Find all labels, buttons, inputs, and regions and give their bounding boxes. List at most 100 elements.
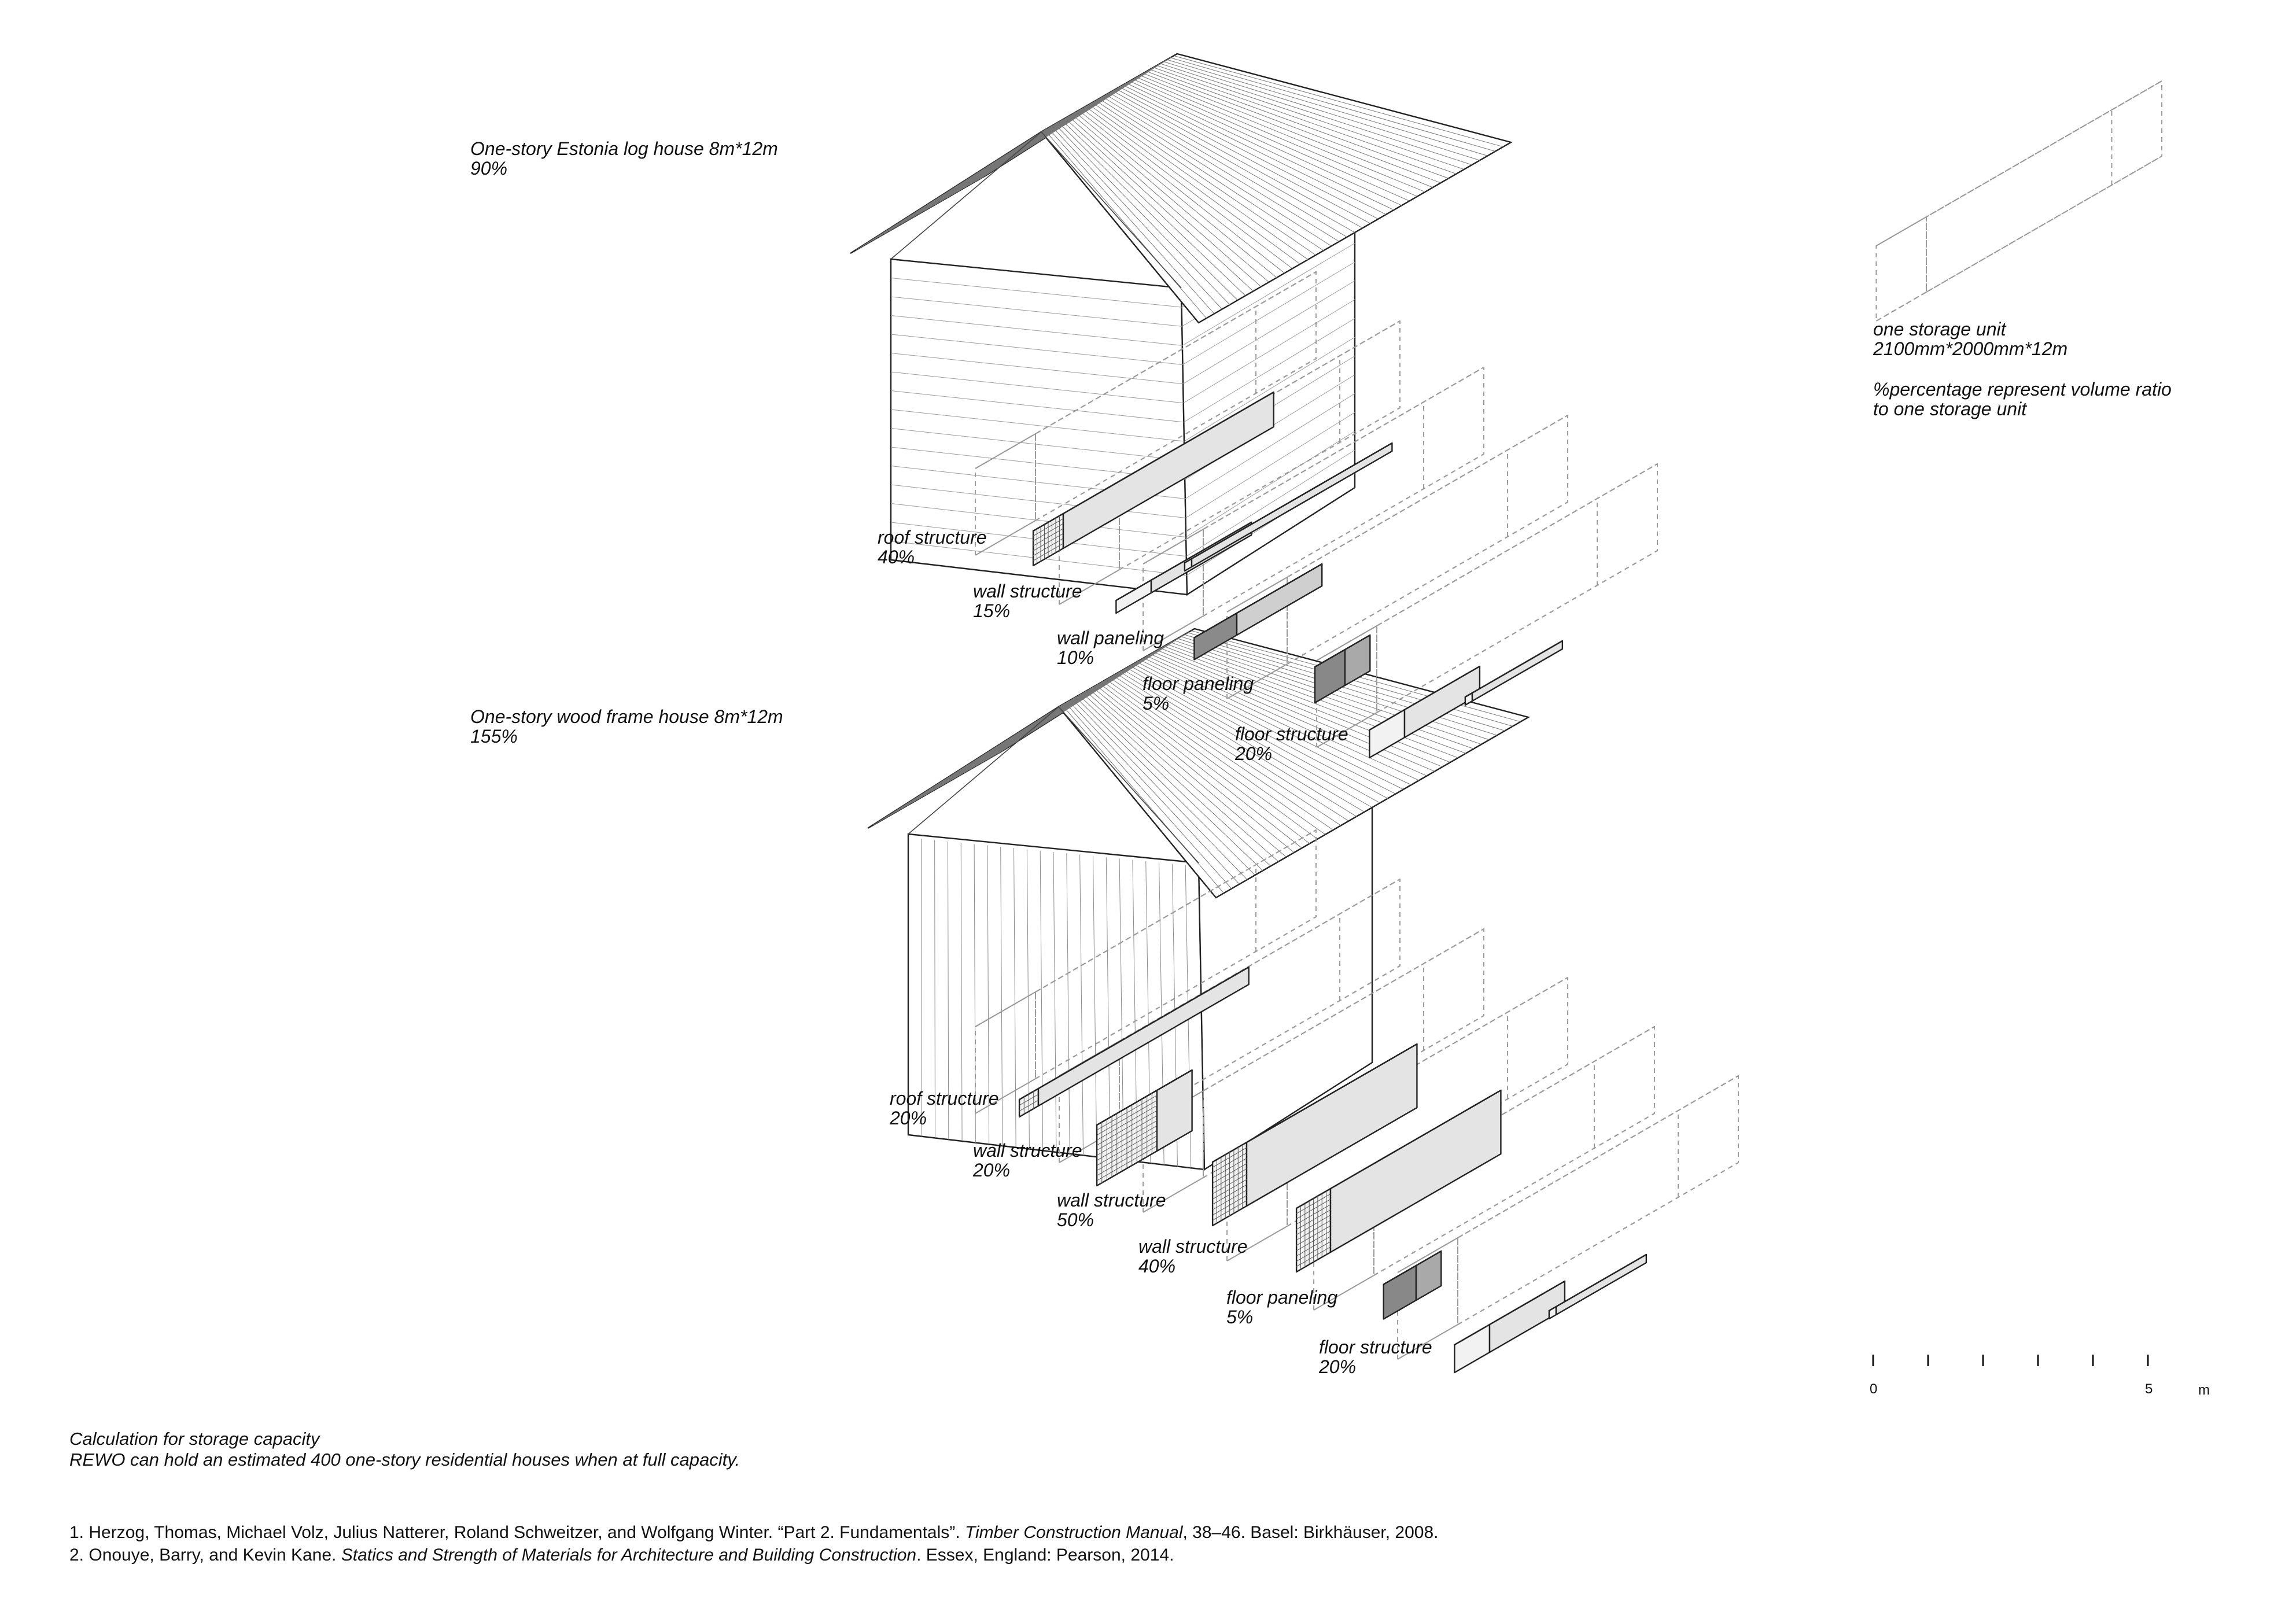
scale-unit: m <box>2198 1382 2210 1398</box>
roof-rafter <box>1133 79 1410 201</box>
block-wall-structure-beam <box>1184 442 1393 572</box>
block-face-top <box>1115 521 1252 602</box>
roof-rafter <box>1068 700 1240 884</box>
block-floor-paneling <box>1314 634 1371 704</box>
roof-rafter <box>1085 106 1300 265</box>
hatch-line <box>1212 1190 1247 1210</box>
house-line <box>1105 857 1111 1159</box>
roof-rafter <box>935 667 1127 790</box>
roof-rafter <box>946 661 1138 783</box>
block-face-top <box>975 271 1317 469</box>
roof-rafter <box>1062 704 1224 894</box>
house-line <box>987 845 990 1145</box>
component-blocks <box>1018 391 1648 1374</box>
hatch-line <box>1212 1147 1247 1168</box>
roof-rafter <box>1109 93 1355 233</box>
roof-rafter <box>1099 98 1332 246</box>
house-line <box>1184 337 1355 442</box>
hatch-line <box>1096 1115 1158 1151</box>
block-face-top <box>1226 415 1568 613</box>
roof-rafter <box>861 125 1053 248</box>
hatch-line <box>1296 1236 1331 1256</box>
roof-rafter <box>1078 110 1285 274</box>
house-line <box>890 296 1182 327</box>
storage-unit-outline <box>975 271 1317 556</box>
hatch-line <box>1212 1184 1247 1205</box>
roof-rafter <box>1146 71 1441 183</box>
legend-unit-outline <box>1875 80 2163 322</box>
house-line <box>1185 393 1355 499</box>
block-face-top <box>1316 463 1658 661</box>
roof-rafter <box>1136 77 1418 197</box>
hatch-line <box>1296 1193 1331 1214</box>
roof-rafter <box>1088 104 1309 260</box>
roof-rafter <box>895 105 1087 228</box>
house <box>867 628 1531 1171</box>
block-face-top <box>1454 1280 1566 1346</box>
hatch-line <box>1096 1110 1158 1146</box>
roof-rafter <box>1102 96 1340 242</box>
roof-rafter <box>1082 108 1293 269</box>
roof-rafter <box>907 684 1099 806</box>
roof-rafter <box>885 696 1076 819</box>
roof-rafter <box>997 632 1189 754</box>
roof-rafter <box>981 641 1173 763</box>
roof-rafter <box>1048 127 1215 314</box>
block-wall-structure <box>1295 1089 1502 1273</box>
block-face-top <box>1875 80 2163 246</box>
house-line <box>960 843 963 1141</box>
roof-rafter <box>1156 65 1465 170</box>
roof-rafter <box>952 73 1144 196</box>
block-face-front <box>1454 1323 1491 1374</box>
hatch-line <box>1212 1163 1247 1184</box>
block-face-side <box>1926 80 2163 293</box>
house-line <box>1182 281 1355 385</box>
roof-rafter <box>975 644 1167 767</box>
block-face-front <box>1383 1264 1417 1320</box>
block-face-top <box>975 829 1317 1027</box>
block-floor-structure <box>1454 1280 1566 1374</box>
house-line <box>1053 851 1057 1153</box>
roof-rafter <box>1119 86 1379 220</box>
block-face-front <box>1397 1237 1458 1360</box>
block-floor-structure <box>1369 665 1481 759</box>
roof-rafter <box>1112 675 1342 826</box>
roof-rafter <box>1072 699 1248 880</box>
storage-unit-outline <box>1397 1075 1739 1360</box>
roof-rafter <box>1109 677 1333 831</box>
roof-rafter <box>1105 679 1326 835</box>
house-line <box>1185 412 1355 518</box>
roof-rafter <box>935 83 1127 205</box>
block-wall-structure <box>1211 1043 1418 1227</box>
block-face-front <box>975 433 1036 556</box>
hatch-line <box>1212 1158 1247 1178</box>
roof-rafter <box>1064 118 1254 292</box>
roof-rafter <box>1051 126 1222 309</box>
gable-truss <box>908 706 1199 864</box>
roof-rafter <box>1122 84 1387 215</box>
block-face-top <box>1193 563 1323 639</box>
house-line <box>1182 243 1355 346</box>
roof-rafter <box>901 102 1093 224</box>
hatch-line <box>1096 1095 1158 1131</box>
roof-rafter <box>1099 683 1310 844</box>
references: 1. Herzog, Thomas, Michael Volz, Julius … <box>69 1521 1438 1566</box>
block-face-front <box>1875 216 1927 322</box>
block-face-front <box>1143 1090 1204 1213</box>
roof-rafter <box>952 658 1144 780</box>
roof-rafter <box>913 680 1104 803</box>
roof-rafter <box>1095 100 1324 251</box>
hatch-line <box>1296 1230 1331 1251</box>
roof-rafter <box>1126 83 1394 211</box>
roof-rafter <box>1082 693 1271 866</box>
roof-rafter <box>963 67 1155 189</box>
roof-rafter <box>969 648 1161 770</box>
roof-rafter <box>1163 645 1458 758</box>
roof-rafter <box>878 115 1070 238</box>
roof-rafter <box>879 700 1070 822</box>
